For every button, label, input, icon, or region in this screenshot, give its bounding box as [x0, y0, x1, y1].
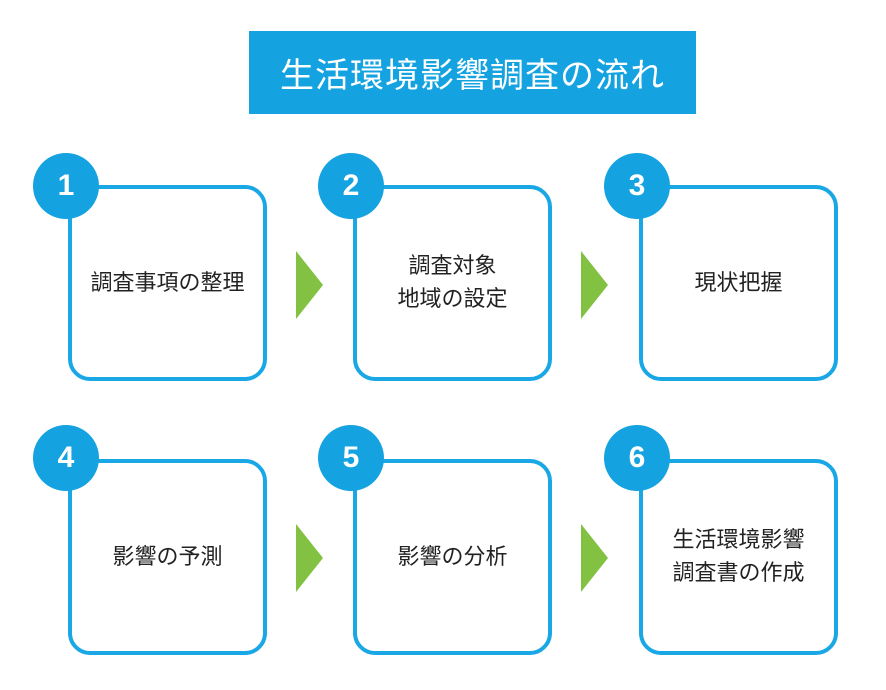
step-label-6: 生活環境影響 調査書の作成	[672, 528, 805, 586]
page-title: 生活環境影響調査の流れ	[280, 56, 665, 96]
step-box-2: 調査対象 地域の設定	[353, 185, 552, 381]
arrow-4-to-5	[296, 524, 323, 592]
arrow-1-to-2	[296, 251, 323, 319]
step-number-5: 5	[318, 425, 384, 491]
arrow-2-to-3	[581, 251, 608, 319]
step-box-5: 影響の分析	[353, 459, 552, 655]
step-box-3: 現状把握	[639, 185, 838, 381]
step-number-3: 3	[604, 153, 670, 219]
step-box-1: 調査事項の整理	[68, 185, 267, 381]
step-box-6: 生活環境影響 調査書の作成	[639, 459, 838, 655]
step-label-2: 調査対象 地域の設定	[397, 254, 508, 312]
step-label-4: 影響の予測	[112, 544, 223, 570]
step-label-1: 調査事項の整理	[90, 270, 245, 296]
step-label-3: 現状把握	[694, 270, 783, 296]
step-box-4: 影響の予測	[68, 459, 267, 655]
step-number-4: 4	[33, 425, 99, 491]
step-number-2: 2	[318, 153, 384, 219]
arrow-5-to-6	[581, 524, 608, 592]
step-number-6: 6	[604, 425, 670, 491]
title-banner: 生活環境影響調査の流れ	[249, 31, 696, 114]
step-label-5: 影響の分析	[397, 544, 508, 570]
step-number-1: 1	[33, 153, 99, 219]
